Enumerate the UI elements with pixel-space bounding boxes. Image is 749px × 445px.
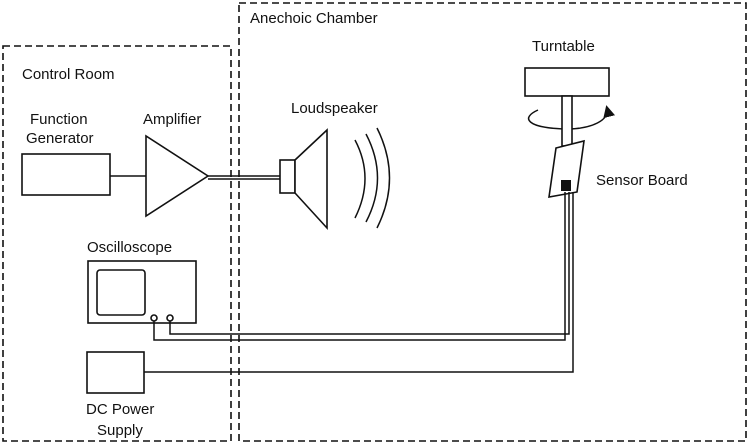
turntable-shaft [561, 95, 573, 147]
loudspeaker-magnet [279, 159, 296, 194]
loudspeaker-cone [294, 128, 328, 231]
function-generator-box [21, 153, 111, 196]
function-generator-label-line1: Function [30, 111, 88, 128]
sensor-chip [561, 180, 571, 191]
dc-power-supply-label-line2: Supply [97, 422, 143, 439]
oscilloscope-probe-1 [150, 314, 158, 322]
amplifier-triangle [145, 134, 210, 218]
turntable-box [524, 67, 610, 97]
amplifier-label: Amplifier [143, 111, 201, 128]
turntable-label: Turntable [532, 38, 595, 55]
dc-power-supply-box [86, 351, 145, 394]
power-supply-cable [144, 192, 574, 373]
sound-wave-icon [354, 127, 391, 229]
function-generator-label-line2: Generator [26, 130, 94, 147]
anechoic-chamber-boundary [238, 2, 747, 442]
sensor-board-label: Sensor Board [596, 172, 688, 189]
dc-power-supply-label-line1: DC Power [86, 401, 154, 418]
control-room-boundary [2, 45, 232, 442]
oscilloscope-screen [96, 269, 146, 316]
sensor-board [548, 139, 585, 198]
oscilloscope-label: Oscilloscope [87, 239, 172, 256]
sensor-to-oscilloscope-cable-1 [153, 192, 566, 341]
oscilloscope-probe-2 [166, 314, 174, 322]
anechoic-chamber-label: Anechoic Chamber [250, 10, 378, 27]
sensor-to-oscilloscope-cable-2 [169, 192, 570, 335]
loudspeaker-label: Loudspeaker [291, 100, 378, 117]
control-room-label: Control Room [22, 66, 115, 83]
